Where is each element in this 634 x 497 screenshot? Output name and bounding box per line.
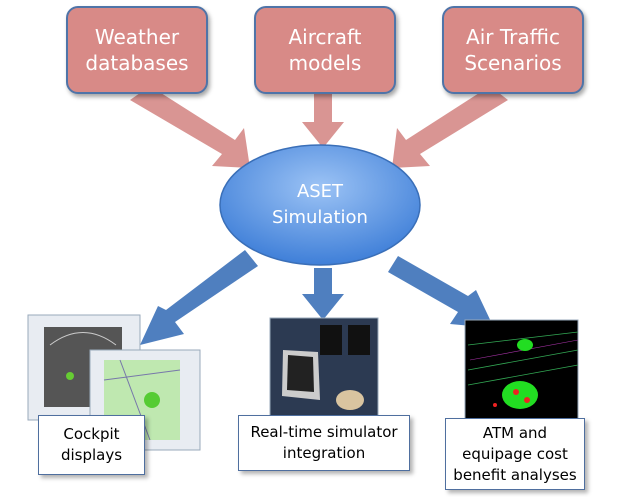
output-arrows — [140, 250, 494, 345]
output-simulator-integration: Real-time simulator integration — [238, 415, 410, 471]
arrow-weather — [130, 86, 250, 168]
source-air-traffic-scenarios: Air Traffic Scenarios — [442, 6, 584, 94]
arrow-traffic — [392, 86, 508, 168]
arrow-cockpit — [140, 250, 258, 345]
simulator-photo — [269, 317, 379, 421]
cockpit-display-image — [27, 314, 201, 451]
output-atm-analyses: ATM and equipage cost benefit analyses — [445, 418, 585, 490]
core-ellipse — [219, 144, 421, 266]
arrow-atm — [388, 256, 494, 328]
output-cockpit-displays: Cockpit displays — [38, 415, 145, 475]
core-label: ASET Simulation — [272, 181, 368, 228]
source-aircraft-models: Aircraft models — [254, 6, 396, 94]
input-arrows — [130, 86, 508, 168]
source-weather-databases: Weather databases — [66, 6, 208, 94]
arrow-aircraft — [302, 92, 344, 148]
atm-radar-image — [464, 319, 579, 421]
arrow-simulator — [302, 268, 344, 320]
